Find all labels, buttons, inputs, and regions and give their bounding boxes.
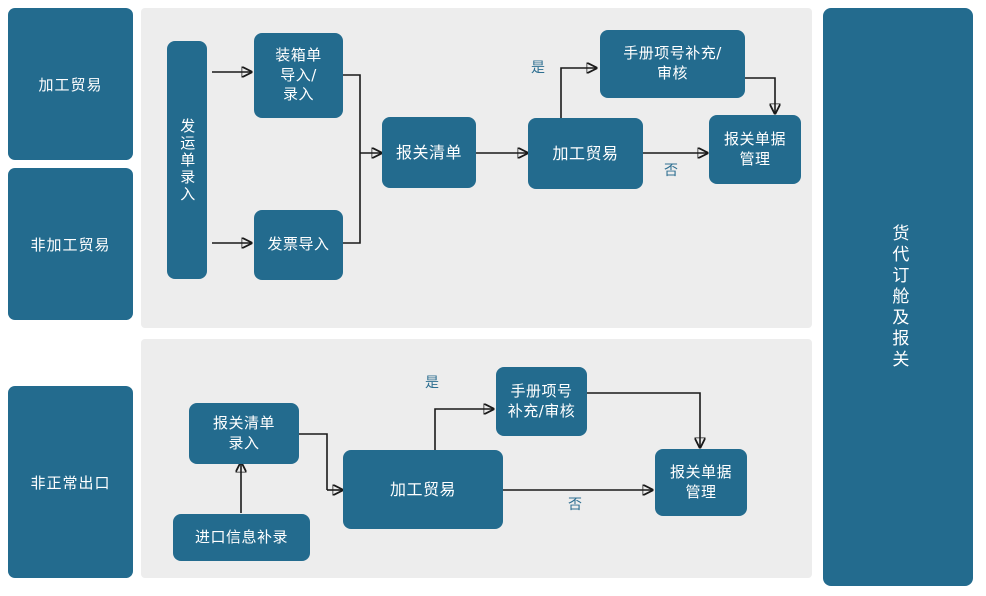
branch-text: 是 [425,375,440,391]
node-label: 装箱单 导入/ 录入 [275,45,322,104]
lane-processing-trade[interactable]: 加工贸易 [8,8,133,160]
node-customs-doc-management[interactable]: 报关单据 管理 [709,115,801,184]
node-label: 进口信息补录 [194,527,288,546]
node-label: 报关单据 管理 [669,462,732,501]
node-label: 报关清单 [395,142,462,162]
node-label: 发运单录入 [178,117,197,203]
branch-label-yes-top: 是 [531,57,546,77]
node-customs-list-entry[interactable]: 报关清单 录入 [189,403,299,464]
node-customs-doc-management-2[interactable]: 报关单据 管理 [655,449,747,516]
branch-label-no-top: 否 [664,160,679,180]
node-label: 发票导入 [267,235,330,254]
lane-label: 加工贸易 [38,75,103,94]
lane-label: 非正常出口 [30,473,111,492]
node-shipping-order-entry[interactable]: 发运单录入 [167,41,207,279]
node-label: 手册项号 补充/审核 [507,381,576,420]
node-manual-item-supplement[interactable]: 手册项号补充/ 审核 [600,30,745,98]
lane-abnormal-export[interactable]: 非正常出口 [8,386,133,578]
branch-text: 否 [664,163,679,179]
node-manual-item-supplement-2[interactable]: 手册项号 补充/审核 [496,367,587,436]
node-label: 报关清单 录入 [212,413,275,452]
node-customs-list[interactable]: 报关清单 [382,117,476,188]
node-label: 加工贸易 [389,479,456,499]
lane-forwarder-booking-and-customs[interactable]: 货代订舱及报关 [823,8,973,586]
node-processing-trade-check-2[interactable]: 加工贸易 [343,450,503,529]
node-packing-list-import[interactable]: 装箱单 导入/ 录入 [254,33,343,118]
lane-label: 货代订舱及报关 [888,223,909,371]
node-label: 手册项号补充/ 审核 [623,44,722,82]
node-processing-trade-check[interactable]: 加工贸易 [528,118,643,189]
branch-label-yes-bottom: 是 [425,372,440,392]
node-import-info-supplement[interactable]: 进口信息补录 [173,514,310,561]
lane-label: 非加工贸易 [30,235,111,254]
branch-text: 否 [568,497,583,513]
node-label: 报关单据 管理 [723,129,786,168]
node-label: 加工贸易 [552,143,619,163]
node-invoice-import[interactable]: 发票导入 [254,210,343,280]
lane-non-processing-trade[interactable]: 非加工贸易 [8,168,133,320]
branch-text: 是 [531,60,546,76]
branch-label-no-bottom: 否 [568,494,583,514]
